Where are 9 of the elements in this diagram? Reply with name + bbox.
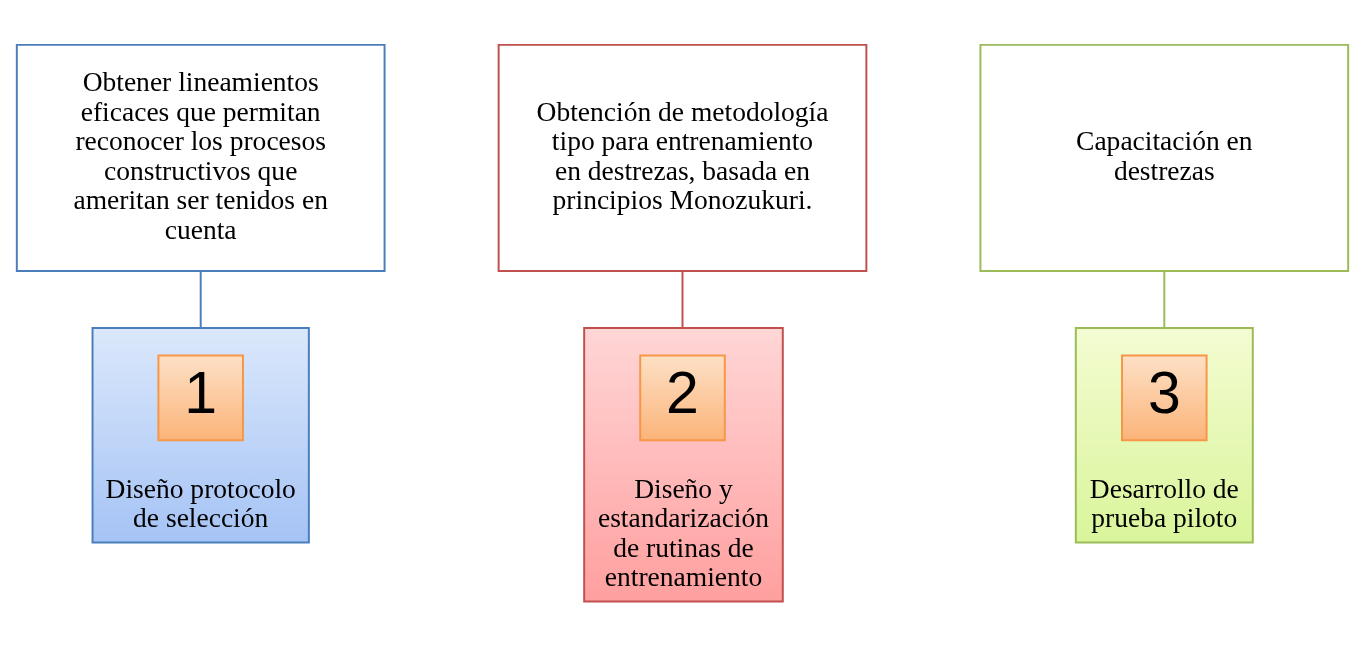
node-box: Obtener lineamientos eficaces que permitan reconocer los procesos constructivos que ameritan ser tenidos en cuenta (15, 43, 386, 272)
connector (1163, 270, 1166, 330)
node-box: Capacitación en destrezas (979, 43, 1350, 272)
node-box: 1 (157, 354, 244, 442)
node-box: Obtención de metodología tipo para entrenamiento en destrezas, basada en principios Monozukuri. (497, 43, 868, 272)
node-box: 2 (639, 354, 726, 442)
connector (681, 270, 684, 330)
node-box: 3 (1121, 354, 1208, 442)
connector (199, 270, 202, 330)
